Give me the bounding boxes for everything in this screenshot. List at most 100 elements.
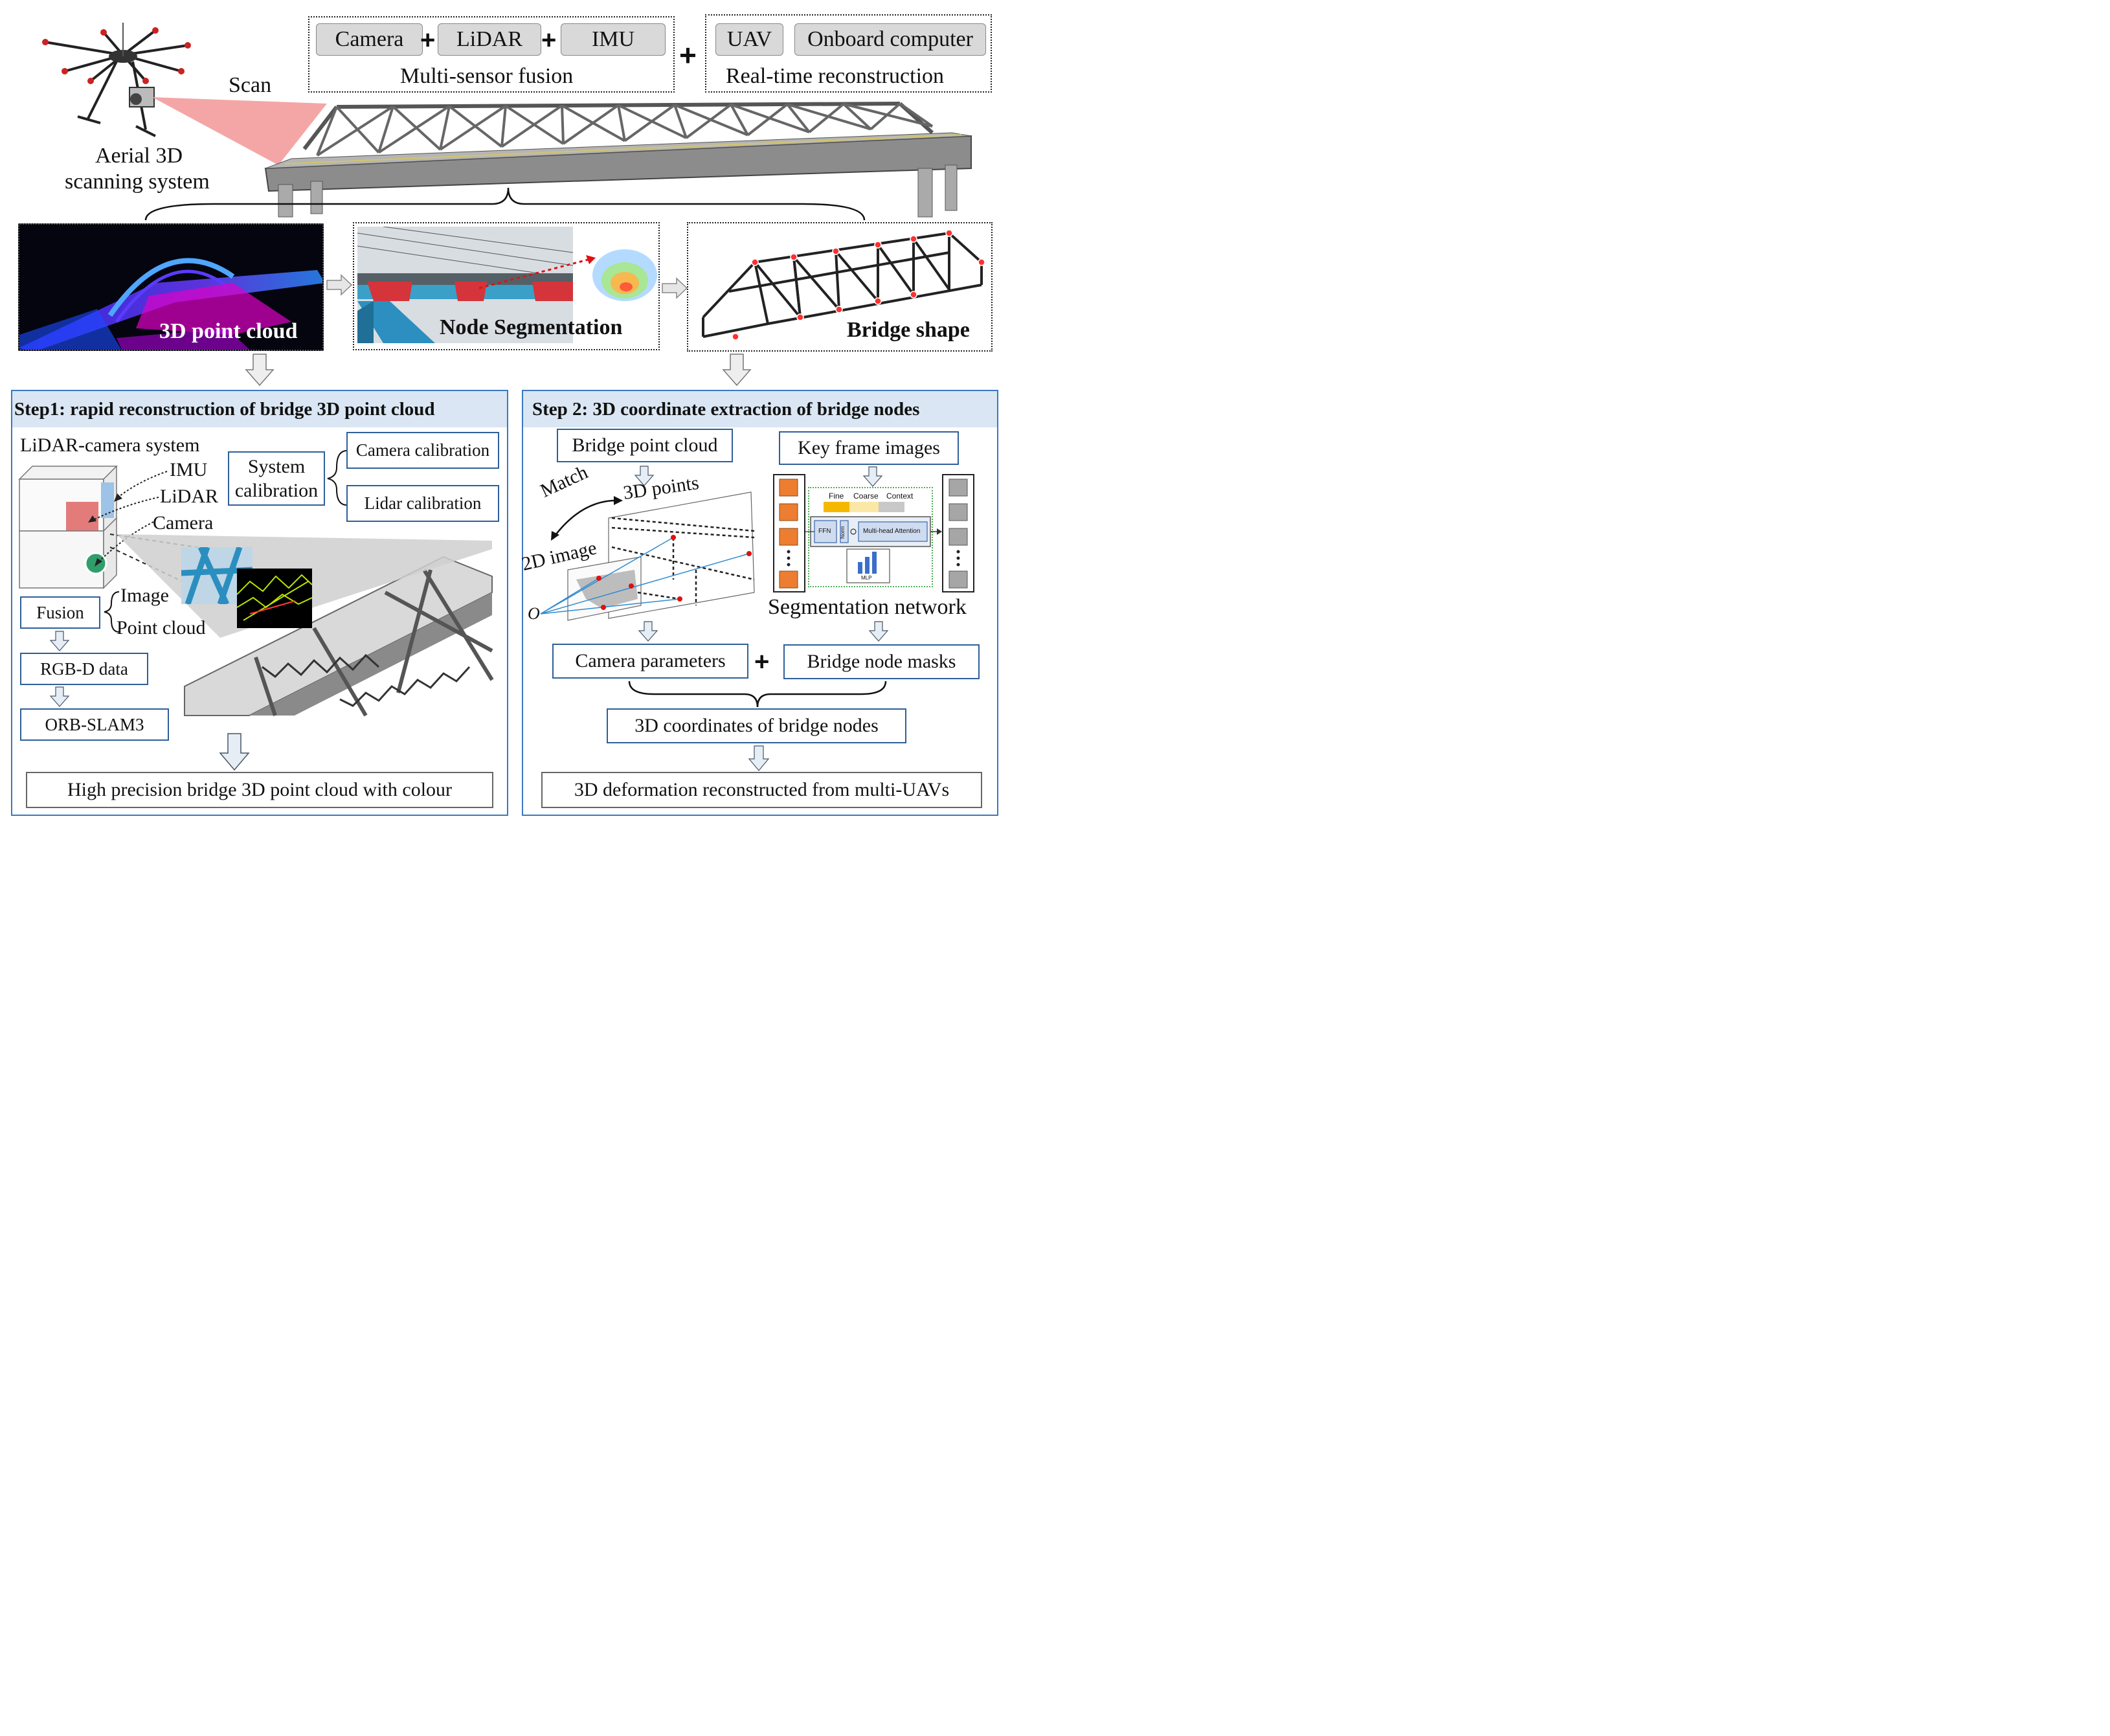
truss-diagonal bbox=[561, 104, 625, 142]
real-time-reconstruction-box bbox=[705, 14, 992, 93]
truss-vertical bbox=[500, 106, 507, 147]
down-arrow-icon bbox=[49, 686, 70, 707]
truss-diagonal bbox=[439, 104, 507, 151]
camera-parameters-box: Camera parameters bbox=[552, 644, 748, 679]
rgbd-data-box: RGB-D data bbox=[20, 653, 148, 685]
camera-calibration-box: Camera calibration bbox=[346, 432, 499, 469]
truss-diagonal bbox=[730, 103, 810, 133]
node-segmentation-box bbox=[353, 222, 660, 350]
camera-label: Camera bbox=[153, 512, 214, 534]
scan-label: Scan bbox=[229, 73, 272, 97]
step1-panel: Step1: rapid reconstruction of bridge 3D… bbox=[11, 390, 508, 816]
node-segmentation-label: Node Segmentation bbox=[440, 315, 623, 339]
coordinates-box: 3D coordinates of bridge nodes bbox=[607, 708, 906, 743]
plus-icon: + bbox=[754, 648, 770, 676]
truss-vertical bbox=[673, 104, 688, 139]
point-cloud-label: 3D point cloud bbox=[159, 319, 298, 343]
truss-diagonal bbox=[562, 104, 620, 145]
orb-slam3-box: ORB-SLAM3 bbox=[20, 708, 169, 741]
truss-diagonal bbox=[377, 105, 451, 154]
lidar-camera-system-label: LiDAR-camera system bbox=[20, 434, 200, 456]
segmentation-match-arrow bbox=[478, 255, 596, 289]
bridge-shape-box bbox=[687, 222, 993, 352]
truss-vertical bbox=[617, 105, 626, 141]
bridge-point-cloud-box: Bridge point cloud bbox=[557, 429, 733, 462]
merge-brace bbox=[628, 681, 887, 708]
key-frame-images-box: Key frame images bbox=[779, 431, 959, 465]
segmentation-network-diagram bbox=[779, 479, 968, 589]
net-context-label: Context bbox=[886, 491, 914, 501]
network-block bbox=[808, 487, 933, 587]
step1-result-box: High precision bridge 3D point cloud wit… bbox=[26, 772, 493, 808]
laser-beam bbox=[152, 97, 327, 165]
truss-diagonal bbox=[843, 102, 933, 128]
recon-caption: Real-time reconstruction bbox=[726, 64, 945, 88]
net-attention-label: Multi-head Attention bbox=[863, 528, 921, 535]
step1-title: Step1: rapid reconstruction of bridge 3D… bbox=[14, 398, 435, 420]
node-segmentation-photo bbox=[357, 227, 573, 343]
net-coarse-label: Coarse bbox=[853, 491, 879, 501]
truss-bridge-illustration bbox=[144, 102, 972, 221]
origin-label: O bbox=[528, 604, 540, 623]
truss-vertical bbox=[439, 106, 451, 150]
system-calibration-line1: System bbox=[247, 455, 306, 477]
bridge-shape-label: Bridge shape bbox=[847, 318, 970, 342]
down-arrow-icon bbox=[868, 621, 889, 642]
truss-diagonal bbox=[808, 102, 845, 133]
drone-caption-line1: Aerial 3D bbox=[95, 144, 183, 168]
down-arrow-icon bbox=[748, 745, 770, 771]
down-arrow-icon bbox=[245, 354, 275, 387]
step2-panel: Step 2: 3D coordinate extraction of brid… bbox=[522, 390, 998, 816]
step2-header: Step 2: 3D coordinate extraction of brid… bbox=[523, 391, 997, 427]
step2-result-box: 3D deformation reconstructed from multi-… bbox=[541, 772, 982, 808]
multi-sensor-fusion-box bbox=[308, 16, 675, 93]
camera-pill: Camera bbox=[316, 23, 423, 56]
net-mlp-label: MLP bbox=[861, 575, 872, 581]
down-arrow-icon bbox=[638, 621, 658, 642]
truss-vertical bbox=[730, 104, 749, 136]
truss-diagonal bbox=[618, 104, 687, 139]
truss-diagonal bbox=[500, 104, 563, 148]
down-arrow-icon bbox=[862, 466, 883, 487]
right-arrow-icon bbox=[326, 274, 353, 296]
truss-diagonal bbox=[685, 103, 732, 139]
calibration-brace bbox=[327, 450, 348, 506]
image-label: Image bbox=[120, 585, 169, 606]
truss-diagonal bbox=[623, 104, 676, 142]
plus-icon: + bbox=[420, 26, 436, 54]
down-arrow-icon bbox=[634, 466, 655, 486]
down-arrow-icon bbox=[219, 733, 250, 771]
truss-diagonal bbox=[392, 106, 442, 151]
truss-diagonal bbox=[335, 106, 380, 153]
segmentation-network-label: Segmentation network bbox=[768, 595, 967, 619]
imu-label: IMU bbox=[170, 459, 208, 480]
net-norm-label: Norm bbox=[840, 526, 846, 539]
drone-illustration bbox=[26, 16, 194, 146]
drone-caption-line2: scanning system bbox=[65, 170, 210, 194]
fusion-box: Fusion bbox=[20, 596, 100, 629]
node-point-cloud-icon bbox=[592, 249, 657, 301]
lidar-pill: LiDAR bbox=[438, 23, 541, 56]
fusion-brace bbox=[104, 591, 120, 633]
truss-vertical bbox=[786, 103, 811, 133]
truss-diagonal bbox=[787, 103, 871, 131]
truss-diagonal bbox=[448, 105, 503, 148]
truss-vertical bbox=[842, 103, 872, 130]
fusion-caption: Multi-sensor fusion bbox=[400, 64, 574, 88]
input-frames-column bbox=[773, 474, 805, 592]
truss-diagonal bbox=[870, 102, 901, 131]
imu-pill: IMU bbox=[561, 23, 666, 56]
uav-pill: UAV bbox=[715, 23, 783, 56]
onboard-computer-pill: Onboard computer bbox=[794, 23, 986, 56]
bridge-shape-wireframe bbox=[702, 229, 985, 341]
plus-icon: + bbox=[541, 26, 557, 54]
system-calibration-line2: calibration bbox=[234, 480, 319, 501]
down-arrow-icon bbox=[722, 354, 752, 387]
net-ffn-label: FFN bbox=[818, 528, 831, 535]
point-cloud-input-label: Point cloud bbox=[117, 617, 206, 638]
point-cloud-image bbox=[18, 223, 324, 351]
truss-diagonal bbox=[746, 103, 789, 137]
truss-diagonal bbox=[674, 104, 748, 137]
colored-point-cloud-thumbnail bbox=[237, 569, 312, 628]
step1-header: Step1: rapid reconstruction of bridge 3D… bbox=[12, 391, 507, 427]
